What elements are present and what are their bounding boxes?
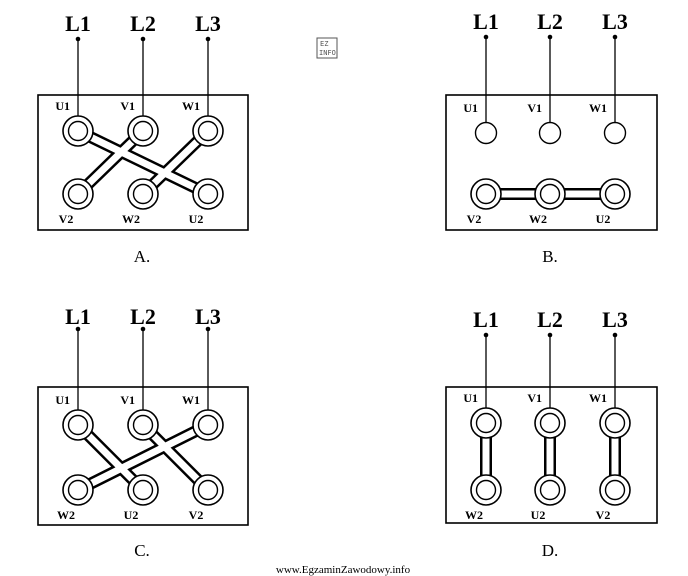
lead-dot-l1 <box>483 34 489 40</box>
terminal-stud-v1 <box>132 120 154 142</box>
lead-dot-l1 <box>75 326 81 332</box>
terminal-label-u1: U1 <box>463 391 478 405</box>
lead-dot-l3 <box>612 332 618 338</box>
terminal-stud-u2 <box>604 183 626 205</box>
terminal-label-w2: W2 <box>122 212 140 226</box>
lead-label-l3: L3 <box>195 11 221 36</box>
lead-dot-l2 <box>547 34 553 40</box>
jumper-fill-w1-w2 <box>74 421 212 494</box>
option-label-a[interactable]: A. <box>134 247 151 266</box>
lead-label-l2: L2 <box>537 307 563 332</box>
terminal-stud-v2 <box>604 479 626 501</box>
terminal-u1 <box>474 121 498 145</box>
option-label-d[interactable]: D. <box>542 541 559 560</box>
terminal-stud-w1 <box>604 412 626 434</box>
terminal-label-w1: W1 <box>589 391 607 405</box>
terminal-label-v1: V1 <box>120 393 135 407</box>
lead-label-l1: L1 <box>65 304 91 329</box>
lead-dot-l1 <box>483 332 489 338</box>
logo-text-line2: INFO <box>319 49 336 57</box>
terminal-stud-w2 <box>475 479 497 501</box>
terminal-stud-w2 <box>539 183 561 205</box>
terminal-label-v2: V2 <box>189 508 204 522</box>
terminal-stud-v1 <box>132 414 154 436</box>
terminal-label-w2: W2 <box>465 508 483 522</box>
terminal-stud-u2 <box>197 183 219 205</box>
lead-dot-l2 <box>547 332 553 338</box>
terminal-label-w2: W2 <box>57 508 75 522</box>
lead-label-l3: L3 <box>602 307 628 332</box>
terminal-label-v1: V1 <box>527 101 542 115</box>
terminal-stud-w1 <box>197 120 219 142</box>
ez-info-logo: EZ INFO <box>316 37 338 59</box>
terminal-label-w2: W2 <box>529 212 547 226</box>
terminal-label-u2: U2 <box>189 212 204 226</box>
terminal-stud-u1 <box>67 120 89 142</box>
lead-label-l1: L1 <box>473 9 499 34</box>
terminal-stud-v2 <box>67 183 89 205</box>
terminal-label-w1: W1 <box>589 101 607 115</box>
jumper-fill-u1-u2 <box>74 127 212 198</box>
terminal-label-v2: V2 <box>59 212 74 226</box>
logo-text-line1: EZ <box>320 40 328 48</box>
lead-dot-l3 <box>612 34 618 40</box>
terminal-stud-w1 <box>197 414 219 436</box>
lead-dot-l2 <box>140 326 146 332</box>
terminal-stud-v1 <box>539 412 561 434</box>
option-label-b[interactable]: B. <box>542 247 558 266</box>
terminal-stud-u2 <box>132 479 154 501</box>
lead-label-l1: L1 <box>65 11 91 36</box>
footer-url: www.EgzaminZawodowy.info <box>276 564 411 576</box>
lead-label-l3: L3 <box>602 9 628 34</box>
terminal-stud-v2 <box>197 479 219 501</box>
terminal-label-v1: V1 <box>527 391 542 405</box>
terminal-stud-w2 <box>67 479 89 501</box>
terminal-label-v2: V2 <box>596 508 611 522</box>
lead-label-l1: L1 <box>473 307 499 332</box>
terminal-label-w1: W1 <box>182 393 200 407</box>
lead-label-l2: L2 <box>130 304 156 329</box>
terminal-stud-u2 <box>539 479 561 501</box>
terminal-label-u2: U2 <box>596 212 611 226</box>
terminal-label-v2: V2 <box>467 212 482 226</box>
terminal-label-u1: U1 <box>55 393 70 407</box>
terminal-label-u1: U1 <box>55 99 70 113</box>
lead-dot-l1 <box>75 36 81 42</box>
terminal-stud-w2 <box>132 183 154 205</box>
terminal-stud-u1 <box>475 412 497 434</box>
terminal-label-v1: V1 <box>120 99 135 113</box>
lead-label-l2: L2 <box>537 9 563 34</box>
terminal-w1 <box>603 121 627 145</box>
lead-label-l2: L2 <box>130 11 156 36</box>
terminal-label-u2: U2 <box>124 508 139 522</box>
terminal-stud-v2 <box>475 183 497 205</box>
terminal-label-w1: W1 <box>182 99 200 113</box>
terminal-box <box>445 94 658 231</box>
lead-dot-l3 <box>205 326 211 332</box>
lead-dot-l3 <box>205 36 211 42</box>
terminal-label-u2: U2 <box>531 508 546 522</box>
lead-dot-l2 <box>140 36 146 42</box>
terminal-box <box>445 386 658 524</box>
terminal-label-u1: U1 <box>463 101 478 115</box>
lead-label-l3: L3 <box>195 304 221 329</box>
terminal-v1 <box>538 121 562 145</box>
terminal-stud-u1 <box>67 414 89 436</box>
option-label-c[interactable]: C. <box>134 541 150 560</box>
